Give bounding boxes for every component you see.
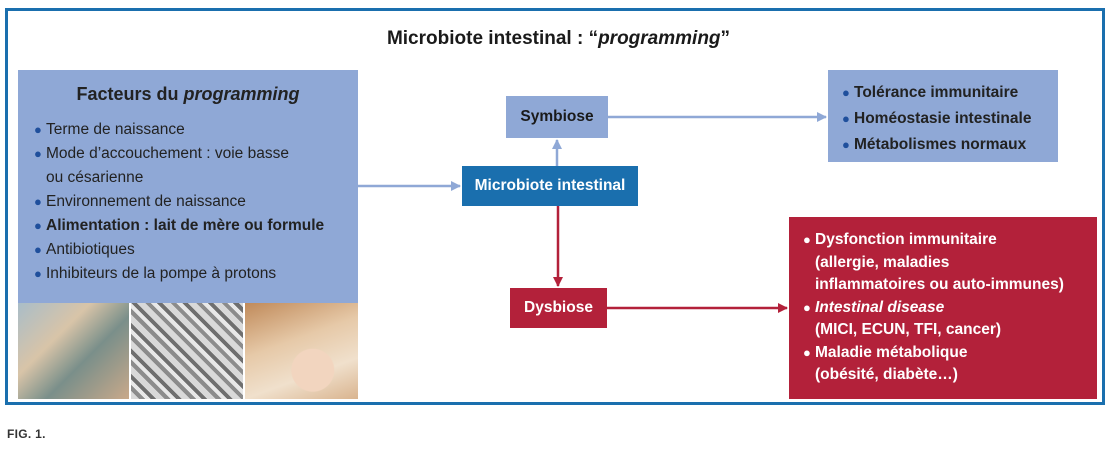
- title-suffix: ”: [720, 28, 731, 49]
- bullet-icon: ●: [34, 266, 42, 281]
- figure-label: FIG. 1.: [7, 427, 46, 441]
- disease-outcome-detail: (MICI, ECUN, TFI, cancer): [815, 321, 1002, 338]
- factors-box: Facteurs du programming ● Terme de naissa…: [18, 70, 358, 303]
- factor-text: Environnement de naissance: [46, 193, 246, 210]
- factors-list: ● Terme de naissance ● Mode d’accouchement …: [34, 118, 324, 286]
- factor-text: Inhibiteurs de la pompe à protons: [46, 265, 277, 282]
- factor-item: ● Mode d’accouchement : voie basse: [34, 142, 324, 166]
- bullet-icon: ●: [803, 344, 811, 360]
- disease-outcome-head: Maladie métabolique: [815, 343, 968, 361]
- photo-strip: [18, 303, 358, 399]
- dysbiose-node: Dysbiose: [510, 288, 607, 328]
- disease-outcome-detail: (allergie, maladies: [815, 253, 950, 271]
- bacteria-micrograph-photo: [131, 303, 245, 399]
- factors-title-italic: programming: [183, 84, 300, 104]
- disease-outcome-head: Dysfonction immunitaire: [815, 231, 997, 248]
- disease-outcomes-list: ● Dysfonction immunitaire (allergie, malad…: [803, 229, 1064, 387]
- bullet-icon: ●: [34, 242, 42, 257]
- factor-text: Terme de naissance: [46, 121, 185, 138]
- bullet-icon: ●: [842, 85, 850, 100]
- disease-outcome-detail: inflammatoires ou auto-immunes): [815, 276, 1064, 293]
- factor-item: ● Inhibiteurs de la pompe à protons: [34, 262, 324, 286]
- birth-photo: [18, 303, 131, 399]
- factor-text: Antibiotiques: [46, 241, 135, 258]
- factor-item: ● Environnement de naissance: [34, 190, 324, 214]
- factors-title: Facteurs du programming: [18, 84, 358, 105]
- healthy-outcomes-box: ● Tolérance immunitaire ● Homéostasie intes…: [828, 70, 1058, 162]
- symbiose-node: Symbiose: [506, 96, 608, 138]
- breastfeeding-photo: [245, 303, 358, 399]
- factor-item: ● Alimentation : lait de mère ou formule: [34, 214, 324, 238]
- disease-outcome-item: ●Intestinal disease (MICI, ECUN, TFI, can…: [803, 297, 1064, 342]
- bullet-icon: ●: [842, 111, 850, 126]
- factors-title-prefix: Facteurs du: [76, 84, 184, 104]
- factor-item: ● Antibiotiques: [34, 238, 324, 262]
- disease-outcome-detail: (obésité, diabète…): [815, 366, 958, 383]
- bullet-icon: ●: [34, 194, 42, 209]
- title-prefix: Microbiote intestinal : “: [386, 28, 599, 49]
- disease-outcome-item: ● Dysfonction immunitaire (allergie, malad…: [803, 229, 1064, 297]
- healthy-outcome-item: ● Tolérance immunitaire: [842, 80, 1031, 106]
- healthy-outcome-item: ● Homéostasie intestinale: [842, 106, 1031, 132]
- diagram-title: Microbiote intestinal : “programming”: [0, 28, 1117, 50]
- healthy-outcome-text: Tolérance immunitaire: [854, 84, 1019, 101]
- microbiote-node: Microbiote intestinal: [462, 166, 638, 206]
- healthy-outcomes-list: ● Tolérance immunitaire ● Homéostasie intes…: [842, 80, 1031, 158]
- factor-text: Mode d’accouchement : voie basse: [46, 145, 289, 162]
- bullet-icon: ●: [803, 232, 811, 247]
- disease-outcome-head: Intestinal disease: [815, 298, 945, 316]
- disease-outcomes-box: ● Dysfonction immunitaire (allergie, malad…: [789, 217, 1097, 399]
- factor-item: ● Terme de naissance: [34, 118, 324, 142]
- factor-text: Alimentation : lait de mère ou formule: [46, 217, 325, 234]
- bullet-icon: ●: [34, 218, 42, 233]
- healthy-outcome-text: Homéostasie intestinale: [854, 110, 1032, 127]
- bullet-icon: ●: [34, 146, 42, 161]
- factor-text: ou césarienne: [46, 169, 144, 186]
- healthy-outcome-item: ● Métabolismes normaux: [842, 132, 1031, 158]
- factor-item: ou césarienne: [34, 166, 324, 190]
- bullet-icon: ●: [842, 137, 850, 152]
- bullet-icon: ●: [803, 299, 811, 315]
- healthy-outcome-text: Métabolismes normaux: [854, 136, 1027, 153]
- bullet-icon: ●: [34, 122, 42, 137]
- title-italic: programming: [598, 28, 721, 49]
- disease-outcome-item: ●Maladie métabolique (obésité, diabète…): [803, 342, 1064, 387]
